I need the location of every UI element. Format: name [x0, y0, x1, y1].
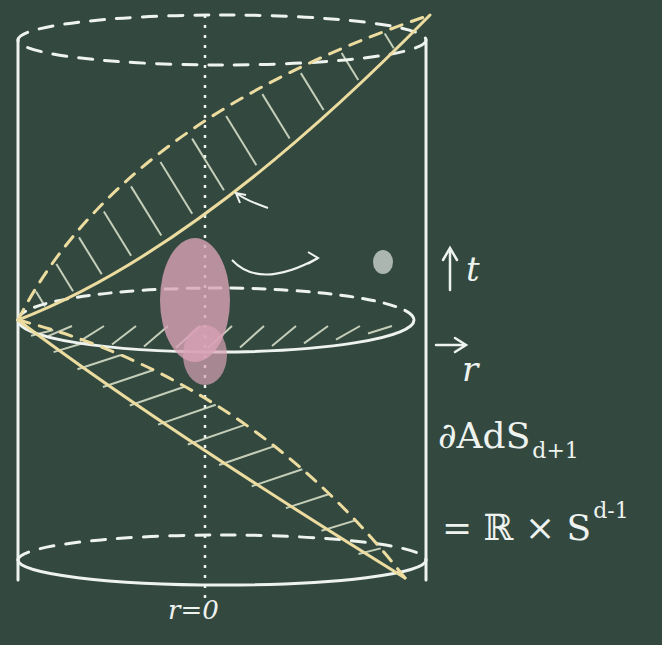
hatch-line: [112, 326, 136, 345]
boundary-formula: ∂AdS: [438, 418, 530, 454]
hatch-line: [192, 139, 224, 191]
hatch-line: [385, 34, 394, 49]
matter-blob: [160, 238, 393, 385]
hatch-line: [262, 94, 289, 138]
boundary-formula: d+1: [532, 440, 579, 462]
motion-arrows: [232, 193, 318, 275]
cylinder: [18, 15, 426, 585]
hatch-line: [301, 73, 324, 110]
hatch-line: [240, 326, 264, 347]
hatch-line: [368, 326, 392, 333]
hatch-line: [131, 186, 161, 235]
hatch-line: [188, 425, 246, 445]
hatch-line: [304, 326, 328, 343]
hatch-line: [56, 264, 73, 291]
boundary-formula: = ℝ × S: [442, 510, 591, 546]
hatch-line: [79, 237, 102, 274]
hatch-line: [342, 53, 359, 80]
hatch-line: [272, 326, 296, 346]
hatch-line: [103, 370, 154, 387]
hatch-line: [158, 405, 216, 425]
time-slices: [18, 15, 430, 578]
axis-label: r=0: [168, 597, 219, 623]
hatch-line: [252, 469, 303, 486]
hatch-line: [160, 162, 192, 214]
hatch-line: [104, 211, 131, 255]
boundary-formula: d-1: [593, 500, 629, 522]
hatch-line: [226, 116, 256, 165]
axis-label: r: [462, 352, 478, 386]
axis-label: t: [466, 252, 480, 286]
hatch-line: [336, 326, 360, 340]
hatch-line: [130, 387, 185, 406]
axis-arrows: [436, 248, 466, 352]
hatching: [31, 34, 394, 554]
hatch-line: [219, 446, 274, 465]
